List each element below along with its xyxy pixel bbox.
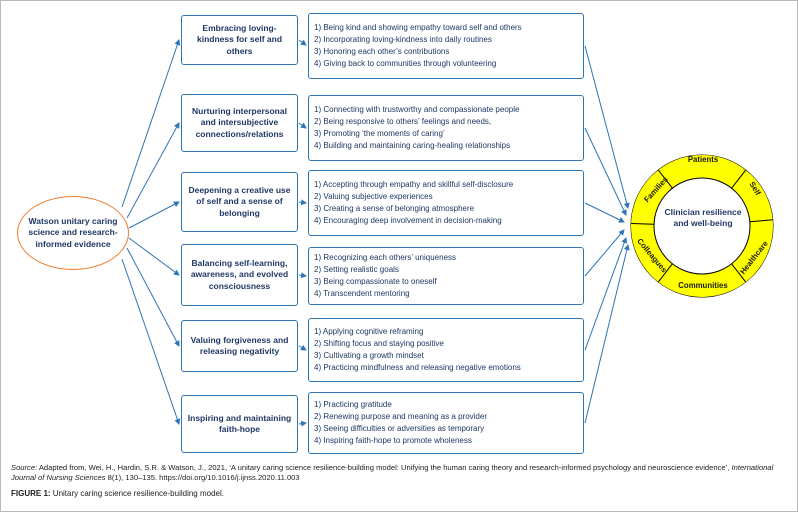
process-box-2: Nurturing interpersonal and intersubject… — [181, 94, 298, 152]
process-label: Valuing forgiveness and releasing negati… — [190, 334, 289, 356]
detail-item: 4) Inspiring faith-hope to promote whole… — [314, 436, 472, 445]
arrow — [121, 39, 181, 208]
process-label: Embracing loving-kindness for self and o… — [196, 22, 283, 56]
detail-item: 3) Creating a sense of belonging atmosph… — [314, 204, 475, 213]
source-tail: 8(1), 130–135. https://doi.org/10.1016/j… — [105, 473, 300, 483]
ring-label-communities: Communities — [678, 281, 728, 290]
arrow — [584, 237, 628, 351]
detail-box-1: 1) Being kind and showing empathy toward… — [308, 13, 584, 79]
detail-box-4: 1) Recognizing each others’ uniqueness 2… — [308, 247, 584, 305]
ring-divider — [731, 263, 747, 283]
caption-label: FIGURE 1: — [11, 488, 51, 498]
arrow — [584, 229, 625, 277]
process-box-3: Deepening a creative use of self and a s… — [181, 172, 298, 232]
process-box-4: Balancing self-learning, awareness, and … — [181, 244, 298, 306]
detail-item: 3) Being compassionate to oneself — [314, 277, 437, 286]
detail-item: 2) Being responsive to others’ feelings … — [314, 117, 492, 126]
root-concept-oval: Watson unitary caring science and resear… — [17, 196, 129, 270]
arrow — [126, 247, 180, 347]
arrow — [128, 201, 180, 229]
detail-box-5: 1) Applying cognitive reframing 2) Shift… — [308, 318, 584, 382]
arrow — [126, 122, 180, 219]
arrow — [298, 344, 307, 351]
source-line: Source: Adapted from, Wei, H., Hardin, S… — [11, 463, 789, 484]
outcome-ring — [630, 154, 774, 298]
arrow — [128, 237, 180, 276]
ring-band — [631, 155, 773, 297]
arrow — [584, 244, 630, 424]
arrow — [121, 258, 181, 425]
detail-item: 3) Promoting ‘the moments of caring’ — [314, 129, 445, 138]
process-label: Deepening a creative use of self and a s… — [188, 184, 291, 218]
ring-label-patients: Patients — [687, 155, 719, 164]
arrow — [298, 122, 307, 129]
detail-item: 3) Seeing difficulties or adversities as… — [314, 424, 485, 433]
arrow — [298, 39, 307, 46]
source-label: Source — [11, 463, 36, 472]
ring-divider — [657, 263, 673, 283]
figure-caption: FIGURE 1: Unitary caring science resilie… — [11, 489, 789, 498]
detail-item: 2) Shifting focus and staying positive — [314, 339, 444, 348]
process-box-6: Inspiring and maintaining faith-hope — [181, 395, 298, 453]
detail-item: 2) Renewing purpose and meaning as a pro… — [314, 412, 487, 421]
arrow — [584, 127, 627, 216]
figure-footer: Source: Adapted from, Wei, H., Hardin, S… — [11, 463, 789, 498]
ring-divider — [631, 223, 655, 225]
detail-item: 2) Setting realistic goals — [314, 265, 399, 274]
detail-item: 4) Giving back to communities through vo… — [314, 59, 497, 68]
arrow — [298, 420, 307, 427]
detail-item: 4) Practicing mindfulness and releasing … — [314, 363, 521, 372]
process-box-5: Valuing forgiveness and releasing negati… — [181, 320, 298, 372]
detail-item: 4) Transcendent mentoring — [314, 289, 410, 298]
journal-name: International Journal of Nursing Science… — [11, 463, 774, 483]
ring-divider — [731, 169, 747, 189]
process-label: Inspiring and maintaining faith-hope — [187, 412, 292, 434]
outcome-center-label: Clinician resilience and well-being — [664, 207, 742, 229]
root-concept-label: Watson unitary caring science and resear… — [28, 216, 118, 249]
detail-item: 4) Encouraging deep involvement in decis… — [314, 216, 502, 225]
detail-item: 1) Being kind and showing empathy toward… — [314, 23, 522, 32]
detail-item: 2) Incorporating loving-kindness into da… — [314, 35, 492, 44]
detail-item: 1) Practicing gratitude — [314, 400, 392, 409]
arrow — [298, 272, 307, 279]
ring-divider — [749, 219, 773, 223]
detail-item: 2) Valuing subjective experiences — [314, 192, 433, 201]
process-box-1: Embracing loving-kindness for self and o… — [181, 15, 298, 65]
detail-box-3: 1) Accepting through empathy and skillfu… — [308, 170, 584, 236]
arrow — [584, 45, 630, 209]
detail-box-6: 1) Practicing gratitude 2) Renewing purp… — [308, 392, 584, 454]
detail-item: 1) Connecting with trustworthy and compa… — [314, 105, 520, 114]
ring-divider — [657, 169, 673, 189]
detail-item: 3) Cultivating a growth mindset — [314, 351, 424, 360]
detail-item: 3) Honoring each other’s contributions — [314, 47, 450, 56]
ring-inner-edge — [653, 177, 751, 275]
detail-item: 4) Building and maintaining caring-heali… — [314, 141, 511, 150]
caption-text: Unitary caring science resilience-buildi… — [50, 488, 224, 498]
detail-item: 1) Recognizing each others’ uniqueness — [314, 253, 457, 262]
source-text: : Adapted from, Wei, H., Hardin, S.R. & … — [35, 463, 732, 472]
arrow — [298, 199, 307, 206]
process-label: Balancing self-learning, awareness, and … — [190, 257, 289, 291]
arrow — [584, 202, 625, 223]
detail-item: 1) Accepting through empathy and skillfu… — [314, 180, 514, 189]
detail-item: 1) Applying cognitive reframing — [314, 327, 424, 336]
process-label: Nurturing interpersonal and intersubject… — [192, 105, 287, 139]
detail-box-2: 1) Connecting with trustworthy and compa… — [308, 95, 584, 161]
